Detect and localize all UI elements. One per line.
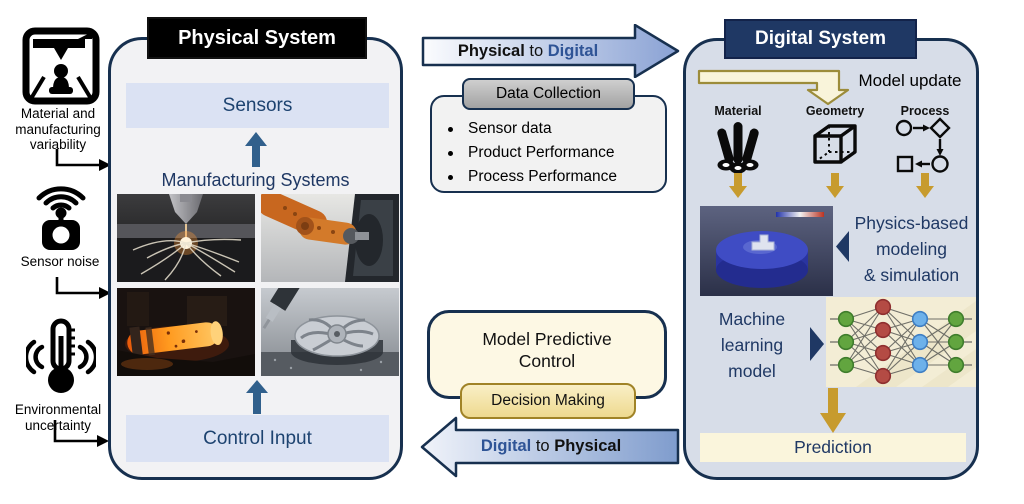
right-triangle-ml: [810, 327, 824, 361]
left-triangle-physics: [836, 231, 849, 262]
down-arrow-process: [916, 173, 934, 198]
environment-label: Environmental uncertainty: [14, 402, 102, 433]
down-arrow-material: [729, 173, 747, 198]
physical-to-digital-arrow: [421, 24, 680, 78]
up-arrow-sensors: [245, 132, 267, 167]
down-arrow-prediction: [820, 388, 846, 433]
manufacturing-systems-label: Manufacturing Systems: [161, 170, 350, 190]
digital-system-title: Digital System: [724, 19, 917, 59]
physical-to-digital-label: Physical to Digital: [457, 42, 599, 60]
digital-to-physical-arrow: [420, 416, 680, 478]
down-arrow-geometry: [826, 173, 844, 198]
wireless-sensor-icon: [36, 186, 86, 250]
variability-label: Material and manufacturing variability: [15, 106, 101, 152]
process-label: Process: [900, 104, 950, 118]
thermometer-icon: [26, 318, 96, 393]
sensors-box: Sensors: [126, 83, 389, 128]
material-label: Material: [714, 104, 762, 118]
photo-robotic-machining: [261, 194, 399, 282]
model-update-label: Model update: [858, 71, 962, 90]
3d-printer-icon: [22, 27, 100, 105]
geometry-label: Geometry: [805, 104, 865, 118]
material-icon: [717, 122, 759, 174]
physics-modeling-label: Physics-based modeling & simulation: [854, 213, 969, 285]
connector-arrow-variability: [55, 149, 111, 171]
machine-learning-label: Machine learning model: [718, 309, 786, 381]
process-icon: [895, 117, 951, 173]
decision-making-box: Decision Making: [460, 383, 636, 419]
photo-hot-forging: [117, 288, 255, 376]
geometry-icon: [813, 124, 857, 164]
digital-to-physical-label: Digital to Physical: [480, 437, 622, 455]
manufacturing-photo-grid: [117, 194, 399, 376]
data-collection-list: Sensor data Product Performance Process …: [440, 117, 662, 189]
connector-arrow-noise: [55, 277, 111, 299]
model-update-arrow: [697, 69, 850, 106]
control-input-box: Control Input: [126, 415, 389, 462]
list-item: Process Performance: [440, 165, 662, 189]
physics-simulation-image: [700, 206, 833, 296]
prediction-box: Prediction: [700, 433, 966, 462]
photo-laser-powder-bed-fusion: [117, 194, 255, 282]
list-item: Sensor data: [440, 117, 662, 141]
photo-cnc-impeller-milling: [261, 288, 399, 376]
neural-network-image: [826, 297, 976, 387]
sensor-noise-label: Sensor noise: [20, 254, 100, 269]
data-collection-title: Data Collection: [462, 78, 635, 110]
data-collection-box: [430, 95, 667, 193]
connector-arrow-environment: [53, 420, 109, 447]
physical-system-title: Physical System: [147, 17, 367, 59]
list-item: Product Performance: [440, 141, 662, 165]
up-arrow-control: [246, 380, 268, 414]
